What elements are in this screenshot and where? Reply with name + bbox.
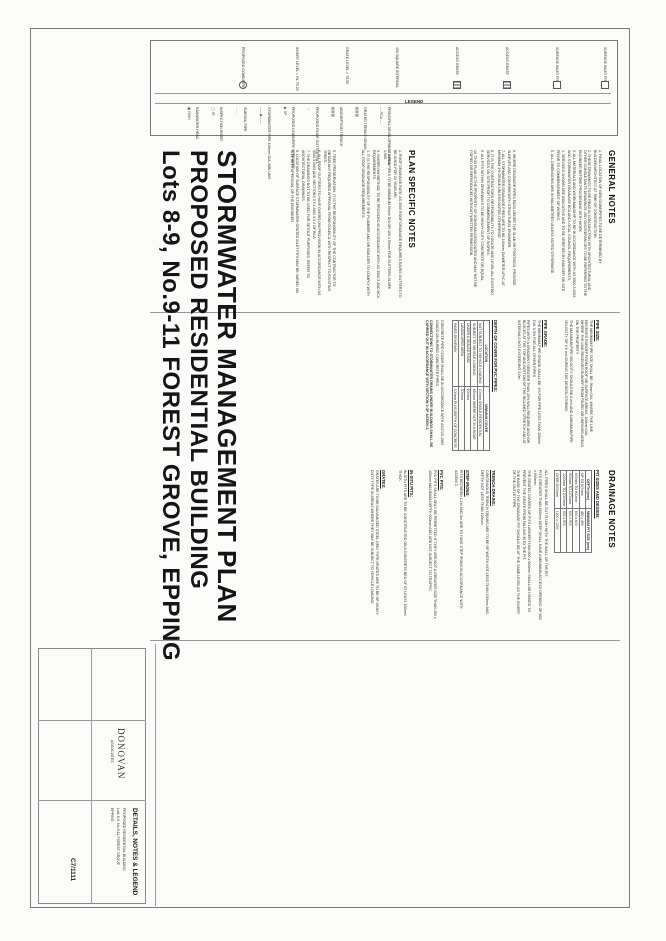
legend-box: LEGEND SURFACE INLET PIT SURFACE INLET P… — [150, 40, 618, 179]
pit-size-table: DEPTH (mm) MINIMUM PIT SIZE (mm) UP TO 6… — [554, 470, 592, 553]
legend-symbol: ◯ IR — [211, 107, 215, 116]
legend-item: SURFACE INLET PIT — [555, 47, 559, 82]
legend-right-item: SUBSOIL PIPE — [243, 107, 247, 132]
title-line-3: Lots 8-9, No.9-11 FOREST GROVE, EPPING — [157, 150, 184, 662]
project-address: Lots 8-9, No.9-11 FOREST GROVE — [116, 808, 120, 865]
legend-right-item: ABSORPTION TRENCH — [339, 107, 343, 147]
step-irons-text: PITS BETWEEN 1.2m AND 6m ARE TO HAVE STE… — [454, 470, 463, 609]
title-line-1: STORMWATER MANAGEMENT PLAN — [212, 150, 242, 623]
legend-right-item: GRATED TRENCH DRAIN — [363, 107, 367, 150]
drawing-title: STORMWATER MANAGEMENT PLAN PROPOSED RESI… — [134, 150, 246, 910]
step-irons-heading: STEP IRONS: — [465, 470, 470, 497]
legend-item: ACCESS GRATE — [505, 47, 509, 75]
insitu-pits-heading: IN-SITU PITS: — [409, 470, 414, 497]
legend-item: GRATE LEVEL = 75.50 — [345, 47, 349, 85]
pipe-size-text: THE MINIMUM PIPE SIZE SHALL BE: 90mm DIA… — [564, 320, 593, 448]
square-pit-icon — [553, 81, 561, 89]
legend-item: SURFACE INLET PIT — [603, 47, 607, 82]
legend-symbol: ▣ RWH — [187, 107, 191, 120]
company-sub: ASSOCIATES — [110, 740, 114, 763]
general-notes-heading: GENERAL NOTES — [607, 150, 616, 224]
grates-heading: GRATES: — [381, 470, 386, 489]
grate-icon — [503, 81, 511, 89]
plan-notes-heading: PLAN SPECIFIC NOTES — [407, 150, 416, 249]
pit-notes: ALL PIPES SHALL BE CUT FLUSH WITH THE WA… — [511, 470, 548, 620]
company-logo: DONOVAN — [116, 728, 126, 780]
pit-sizes-heading: PIT SIZES AND DESIGN: — [595, 470, 600, 519]
legend-right-item: INSPECTION RISER — [219, 107, 223, 141]
plan-notes-col-b: 5. TREE PRESERVATION: IT IS THE RESPONSI… — [290, 150, 336, 296]
plan-notes-col-a: 1. ROOF DRAINAGE RATE: AS 3500 ROOF DRAI… — [361, 150, 402, 298]
legend-symbol: - - - - — [235, 107, 239, 115]
trench-heading: TRENCH DRAINS: — [491, 470, 496, 507]
grate-icon — [453, 81, 461, 89]
table-row: DEPTH (mm) MINIMUM PIT SIZE (mm) — [585, 470, 592, 553]
general-notes-col-a: 1. FINAL LOCATION OF NEW DOWNPIPES TO BE… — [550, 150, 602, 298]
legend-symbol: ▶ SP — [283, 107, 287, 116]
grates-text: GRATES ARE TO BE GALVANISED STEEL GRID T… — [370, 470, 379, 615]
table-row: LOCATION MINIMUM COVER — [483, 320, 490, 451]
pipe-grade-text: THE MINIMUM PIPE GRADE SHALL BE: 1% FOR … — [517, 320, 541, 445]
title-line-2: PROPOSED RESIDENTIAL BUILDING — [185, 150, 212, 590]
legend-item: INVERT LEVEL = RL 75.20 — [295, 47, 299, 91]
pipe-size-heading: PIPE SIZE: — [595, 320, 600, 342]
cover-table: LOCATION MINIMUM COVER NOT SUBJECT TO VE… — [452, 320, 490, 451]
pvc-pits-text: PVC PITS SHALL ONLY BE PERMITTED IF THEY… — [428, 470, 437, 619]
pvc-pits-heading: PVC PITS: — [439, 470, 444, 491]
pipe-grade-heading: PIPE GRADE: — [543, 320, 548, 348]
legend-symbol: ▥▥▥ — [355, 107, 359, 118]
insitu-pits-text: IN-SITU PITS ARE TO BE CONSTRUCTED ON A … — [398, 470, 407, 616]
concrete-text: CONCRETE PIPE COVER SHALL BE IN ACCORDAN… — [424, 320, 444, 448]
drainage-notes-heading: DRAINAGE NOTES — [607, 470, 616, 549]
legend-symbol: ▥▥▥ — [331, 107, 335, 118]
title-block — [38, 648, 146, 904]
project-suburb: EPPING — [110, 808, 114, 822]
legend-right-item: STORMWATER PIPE 100mm DIA. MIN UNO — [267, 107, 271, 180]
project-name: PROPOSED RESIDENTIAL BUILDING — [122, 808, 126, 871]
drawing-number: C7/1111 — [69, 858, 76, 882]
legend-item: ACCESS GRATE — [455, 47, 459, 75]
cover-heading: DEPTH OF COVER FOR PVC PIPES: — [493, 320, 498, 392]
square-pit-icon — [601, 81, 609, 89]
legend-symbol: ——▶—— — [259, 107, 263, 125]
downpipe-circle-icon — [239, 81, 247, 89]
legend-item: 450 SQUARE INTERNAL — [395, 47, 399, 88]
general-notes-col-b: 6. WHERE DRAINAGE PIPES PASS UNDER THE S… — [468, 150, 516, 296]
legend-symbol: — PDA — — [379, 107, 383, 124]
legend-symbol: → — [307, 107, 311, 111]
legend-right-item: RAINWATER HEAD — [195, 107, 199, 140]
sheet-title: DETAILS, NOTES & LEGEND — [131, 808, 138, 896]
trench-text: CONTINUOUS TRENCH DRAINS ARE TO BE OF WI… — [480, 470, 489, 615]
